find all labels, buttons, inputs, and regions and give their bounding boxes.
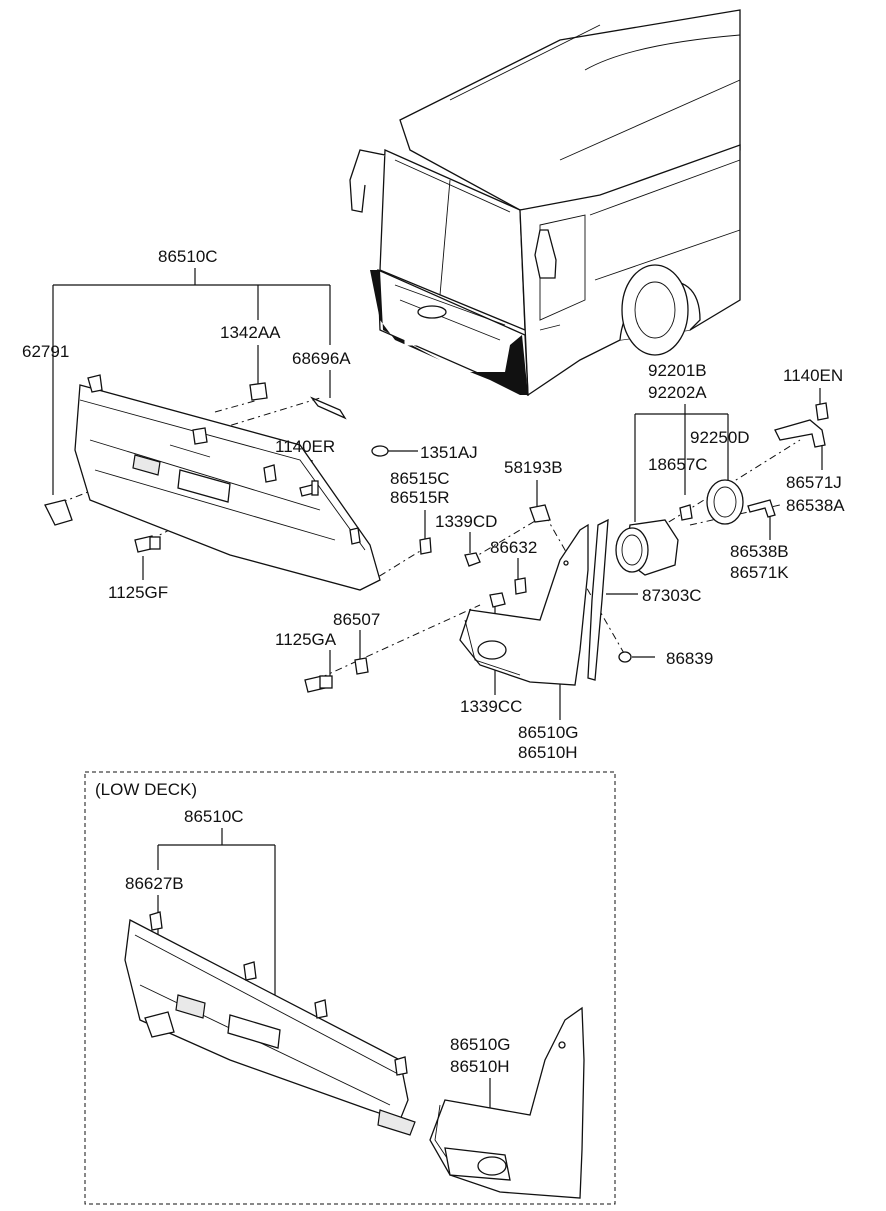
parts-top [44,374,829,693]
label-86510h-top: 86510H [518,743,578,762]
label-86507: 86507 [333,610,380,629]
clip-86632 [514,577,527,595]
label-92201b: 92201B [648,361,707,380]
label-68696a: 68696A [292,349,351,368]
label-1351aj: 1351AJ [420,443,478,462]
label-58193b: 58193B [504,458,563,477]
label-86515c: 86515C [390,469,450,488]
low-deck-box [84,771,616,1205]
label-86510g-low: 86510G [450,1035,511,1054]
label-1339cc: 1339CC [460,697,522,716]
grommet-86839 [618,651,632,663]
low-end-cap [144,1011,175,1038]
parts-low [124,911,585,1199]
label-86510g-top: 86510G [518,723,579,742]
washer-1351aj [371,445,389,457]
label-92202a: 92202A [648,383,707,402]
label-86839: 86839 [666,649,713,668]
label-86571k: 86571K [730,563,789,582]
label-86571j: 86571J [786,473,842,492]
bus-illustration [349,9,741,397]
label-low-deck: (LOW DECK) [95,780,197,799]
bracket-86571j [774,419,826,448]
label-92250d: 92250D [690,428,750,447]
label-87303c: 87303C [642,586,702,605]
nut-1339cd [464,552,481,567]
nut-1339cc [489,592,506,608]
label-86510c-low: 86510C [184,807,244,826]
label-86627b: 86627B [125,874,184,893]
label-1140en: 1140EN [783,366,843,385]
ring-92250d [706,479,744,525]
clip-1342aa [249,382,268,401]
trim-strip [587,518,609,681]
label-1339cd: 1339CD [435,512,497,531]
label-18657c: 18657C [648,455,708,474]
bracket-86538b [747,499,776,518]
bracket-68696a [310,396,347,420]
bracket-58193b [529,504,551,523]
label-1125gf: 1125GF [108,583,168,602]
clip-86515c [419,537,432,555]
label-86510h-low: 86510H [450,1057,510,1076]
label-1140er: 1140ER [275,437,335,456]
bolt-1140en [815,402,829,421]
label-1125ga: 1125GA [275,630,337,649]
label-86632: 86632 [490,538,537,557]
label-1342aa: 1342AA [220,323,281,342]
label-86538a: 86538A [786,496,845,515]
label-62791: 62791 [22,342,69,361]
label-86515r: 86515R [390,488,450,507]
fog-lamp [615,519,679,576]
end-cap [44,499,73,526]
clip-86507 [354,657,369,675]
label-86538b: 86538B [730,542,789,561]
bulb-18657c [679,504,693,521]
labels: 86510C 62791 1342AA 68696A 1140ER 1351AJ… [22,247,845,1076]
label-86510c-top: 86510C [158,247,218,266]
